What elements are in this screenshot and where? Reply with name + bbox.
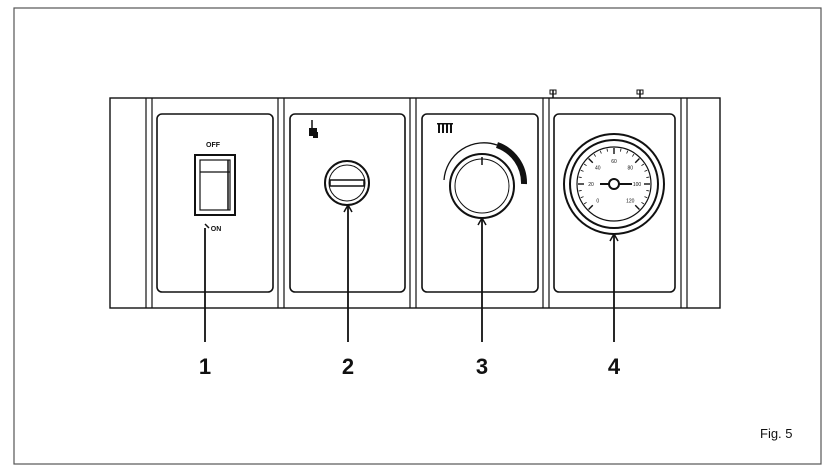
gauge-tick: [580, 196, 584, 199]
gauge-tick: [583, 202, 587, 205]
gauge-tick: [593, 153, 596, 157]
gauge-tick: [644, 196, 648, 199]
gauge-ticks: [578, 148, 650, 210]
callout-4: 4: [608, 354, 621, 379]
hot-water-tap-icon: [309, 120, 318, 138]
panel-main-switch: OFF ON: [156, 113, 274, 293]
mounting-bolt-right: [636, 89, 644, 98]
gauge-scale-label: 20: [588, 182, 594, 188]
gauge-needle: [600, 178, 632, 190]
gauge-tick: [646, 190, 650, 192]
gauge-scale-label: 80: [627, 166, 633, 172]
hot-water-selector-knob[interactable]: [324, 160, 370, 206]
gauge-tick: [578, 176, 582, 178]
gauge-scale-label: 40: [595, 166, 601, 172]
callout-3: 3: [476, 354, 488, 379]
panel-heating: [421, 113, 539, 293]
gauge-tick: [583, 163, 587, 166]
heating-scale-arc: [443, 142, 528, 185]
gauge-tick: [641, 163, 645, 166]
switch-on-label: ON: [211, 226, 222, 233]
gauge-tick: [599, 150, 602, 154]
gauge-tick: [580, 169, 584, 172]
gauge-tick: [578, 190, 582, 192]
gauge-tick: [606, 148, 608, 152]
thermomanometer-gauge: 0 20 40 60 80 100 120: [563, 133, 665, 235]
gauge-scale-label: 60: [611, 159, 617, 165]
gauge-tick: [644, 169, 648, 172]
gauge-scale-labels: 0 20 40 60 80 100 120: [588, 159, 641, 204]
figure-border: [13, 7, 822, 465]
leader-lines: [204, 204, 619, 342]
gauge-tick: [588, 204, 594, 210]
rocker-switch[interactable]: [194, 154, 236, 216]
gauge-tick: [588, 158, 594, 164]
gauge-tick: [632, 153, 635, 157]
gauge-tick: [634, 158, 640, 164]
gauge-tick: [634, 204, 640, 210]
radiator-heating-icon: [437, 123, 453, 133]
mounting-bolt-left: [549, 89, 557, 98]
callout-1: 1: [199, 354, 211, 379]
gauge-scale-label: 120: [626, 198, 635, 204]
gauge-tick: [641, 202, 645, 205]
gauge-scale-label: 100: [633, 182, 642, 188]
switch-off-label: OFF: [206, 142, 221, 149]
gauge-tick: [620, 148, 622, 152]
gauge-scale-label: 0: [596, 198, 599, 204]
callout-2: 2: [342, 354, 354, 379]
heating-thermostat-knob[interactable]: [449, 153, 515, 219]
gauge-tick: [626, 150, 629, 154]
gauge-tick: [646, 176, 650, 178]
figure-label: Fig. 5: [760, 426, 793, 441]
panel-gauge: 0 20 40 60 80 100 120: [553, 113, 676, 293]
